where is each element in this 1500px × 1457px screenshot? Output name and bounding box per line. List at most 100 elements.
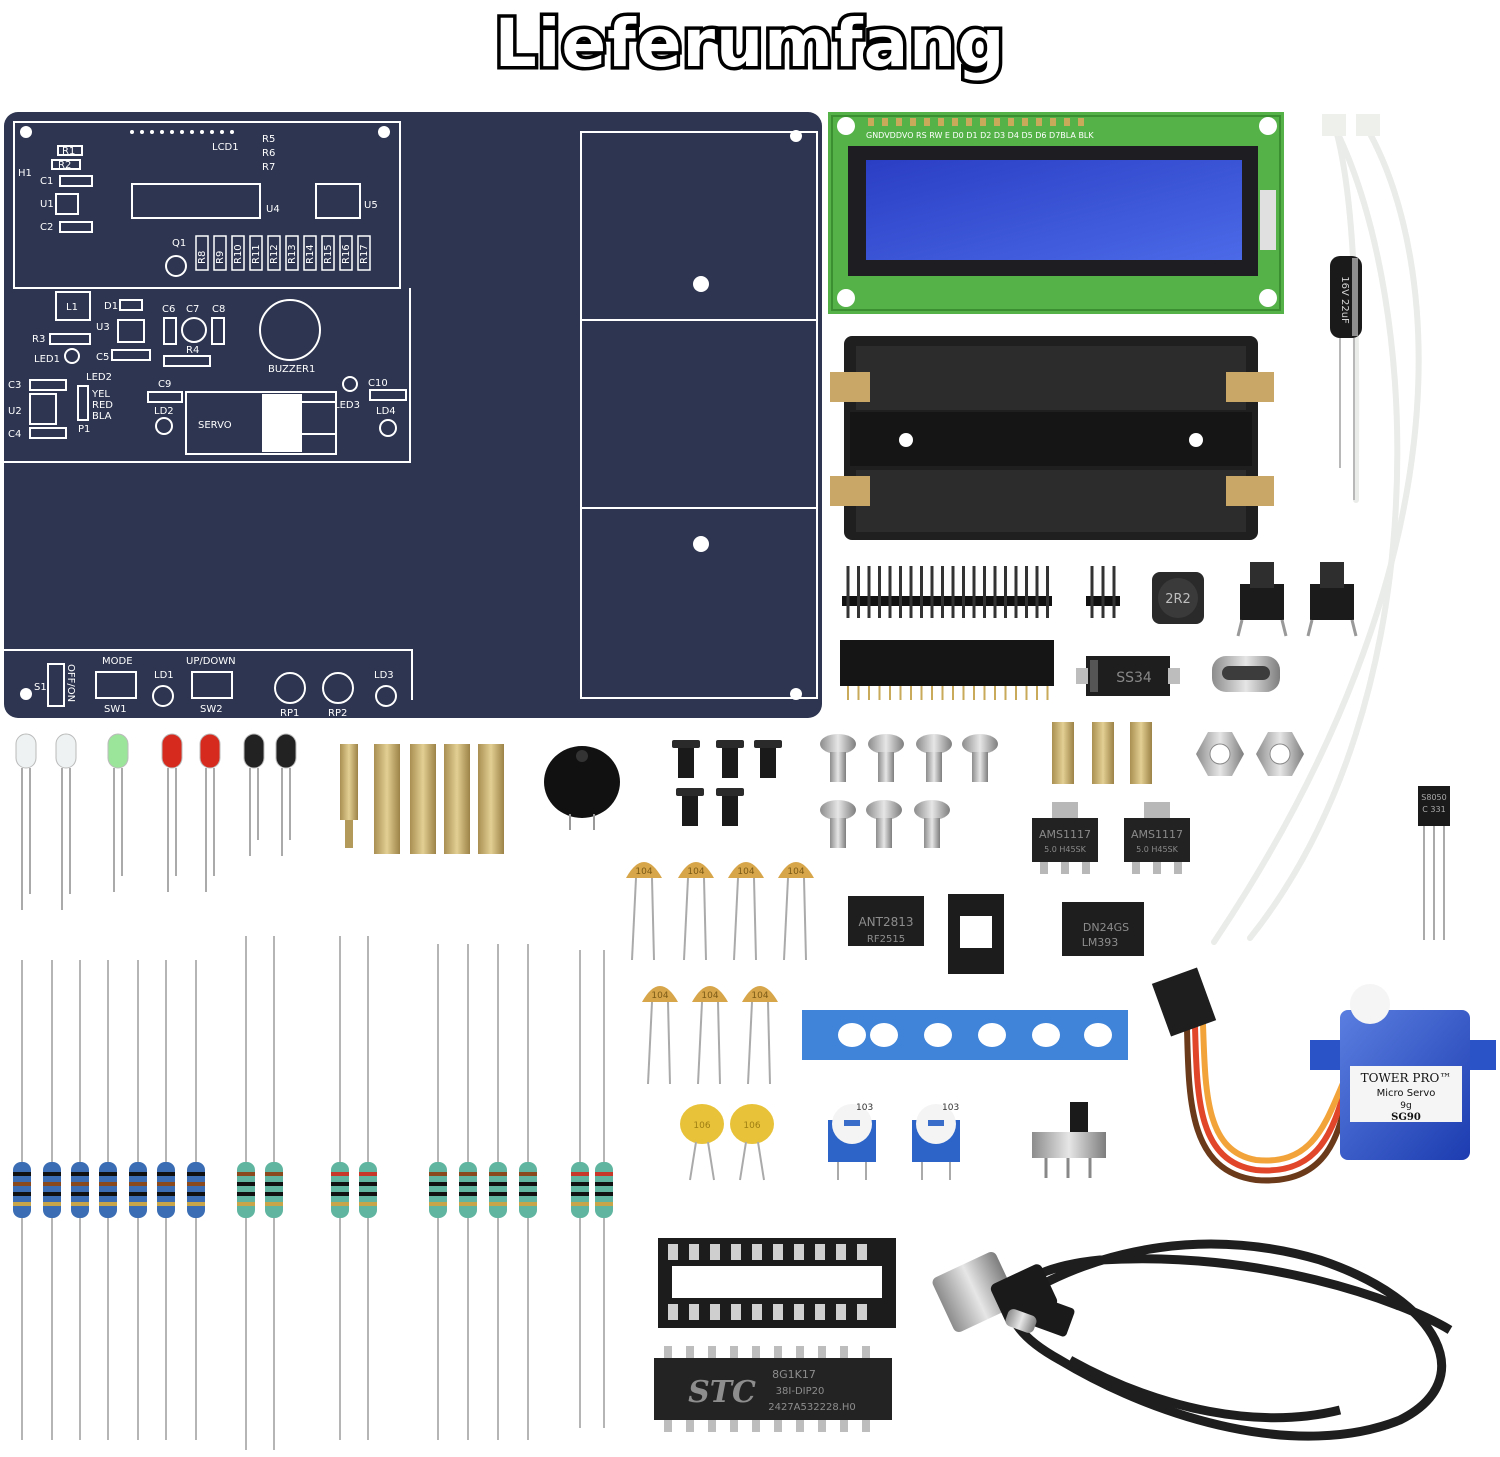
voltage-regulator: AMS1117 5.0 H45SK bbox=[1124, 802, 1190, 874]
resistor bbox=[237, 1162, 255, 1218]
pcb-label-servo: SERVO bbox=[198, 420, 232, 431]
pcb-label-led1: LED1 bbox=[34, 354, 60, 365]
usb-c-socket bbox=[1212, 656, 1280, 692]
transistor-sub: C 331 bbox=[1422, 805, 1445, 814]
led bbox=[161, 733, 183, 769]
pcb-label-r6: R6 bbox=[262, 148, 275, 159]
pcb-label-r1: R1 bbox=[62, 146, 75, 157]
resistor bbox=[13, 1162, 31, 1218]
pcb-label-yel: YEL bbox=[91, 389, 110, 400]
ceramic-cap-label: 104 bbox=[651, 991, 668, 1001]
black-screws bbox=[672, 740, 782, 826]
electrolytic-capacitor: 16V 22uF bbox=[1330, 256, 1362, 500]
schottky-diode: SS34 bbox=[1076, 656, 1180, 696]
slide-switch bbox=[1032, 1102, 1106, 1178]
resistor bbox=[571, 1162, 589, 1218]
pcb-label-offon: OFF/ON bbox=[65, 664, 76, 702]
pcb-label-ld3: LED3 bbox=[334, 400, 360, 411]
pcb-label-red: RED bbox=[92, 400, 113, 411]
tactile-button bbox=[1236, 562, 1288, 637]
pcb-label-r5: R5 bbox=[262, 134, 275, 145]
resistor bbox=[43, 1162, 61, 1218]
ceramic-cap-label: 104 bbox=[687, 867, 704, 877]
resistor bbox=[157, 1162, 175, 1218]
mcu-line1: 8G1K17 bbox=[772, 1368, 816, 1381]
pcb-label-resistor: R12 bbox=[269, 244, 280, 264]
pcb-label-r4: R4 bbox=[186, 345, 199, 356]
pcb-label-sw2: SW2 bbox=[200, 704, 223, 715]
resistor bbox=[489, 1162, 507, 1218]
pcb-label-resistor: R16 bbox=[341, 244, 352, 264]
pcb-label-c7: C7 bbox=[186, 304, 199, 315]
resistor bbox=[359, 1162, 377, 1218]
pcb-label-u1: U1 bbox=[40, 199, 54, 210]
transistor: S8050 C 331 bbox=[1418, 786, 1450, 940]
ic-lm393: DN24GS LM393 bbox=[1062, 902, 1144, 956]
regulator-2-sub: 5.0 H45SK bbox=[1136, 845, 1179, 854]
pcb-label-resistor: R15 bbox=[323, 244, 334, 264]
silver-screw bbox=[914, 800, 950, 820]
pcb-label-c3: C3 bbox=[8, 380, 21, 391]
pcb-label-c2: C2 bbox=[40, 222, 53, 233]
brass-standoffs bbox=[340, 722, 1152, 854]
ic-8pin-ant2813: ANT2813 RF2515 bbox=[848, 896, 924, 946]
resistor bbox=[331, 1162, 349, 1218]
ic2-sub: LM393 bbox=[1082, 936, 1119, 949]
pcb-label-u2: U2 bbox=[8, 406, 22, 417]
battery-holder bbox=[830, 336, 1274, 540]
hex-nuts bbox=[1196, 732, 1304, 776]
resistor bbox=[187, 1162, 205, 1218]
pcb-label-p1: P1 bbox=[78, 424, 90, 435]
pcb-label-rp1: RP1 bbox=[280, 708, 299, 719]
pcb-label-led2: LED2 bbox=[86, 372, 112, 383]
pcb-label-l1: L1 bbox=[66, 302, 78, 313]
resistor bbox=[429, 1162, 447, 1218]
silver-screw bbox=[820, 734, 856, 754]
regulator-1-label: AMS1117 bbox=[1039, 828, 1091, 841]
pcb-label-c5: C5 bbox=[96, 352, 109, 363]
yellowcap-2-label: 106 bbox=[743, 1121, 760, 1131]
ic-socket-20pin bbox=[658, 1238, 896, 1328]
pcb-label-resistor: R14 bbox=[305, 244, 316, 264]
led bbox=[15, 733, 37, 769]
pcb-label-ld4: LD4 bbox=[376, 406, 396, 417]
black-screw bbox=[716, 740, 744, 748]
diode-label: SS34 bbox=[1116, 670, 1152, 686]
transistor-label: S8050 bbox=[1421, 793, 1446, 802]
ceramic-cap-label: 104 bbox=[737, 867, 754, 877]
pcb-board: LCD1 U4 U5 R1 R2 R5 R6 R7 H1 C1 U1 C2 Q1… bbox=[4, 112, 822, 719]
pcb-label-bla: BLA bbox=[92, 411, 112, 422]
pcb-label-updown: UP/DOWN bbox=[186, 656, 236, 667]
page-title: Lieferumfang bbox=[491, 2, 1008, 86]
mcu-brand: STC bbox=[688, 1375, 756, 1410]
yellow-capacitors: 106 106 bbox=[680, 1104, 774, 1181]
silver-screw bbox=[868, 734, 904, 754]
silver-screw bbox=[820, 800, 856, 820]
pcb-label-u4: U4 bbox=[266, 204, 280, 215]
pcb-label-mode: MODE bbox=[102, 656, 133, 667]
ic2-label: DN24GS bbox=[1083, 921, 1129, 934]
pcb-label-sw1: SW1 bbox=[104, 704, 127, 715]
regulator-2-label: AMS1117 bbox=[1131, 828, 1183, 841]
ic1-label: ANT2813 bbox=[858, 915, 913, 929]
black-screw bbox=[672, 740, 700, 748]
silver-screw bbox=[866, 800, 902, 820]
buzzer bbox=[544, 746, 620, 830]
pcb-label-lcd1: LCD1 bbox=[212, 142, 239, 153]
pcb-label-resistor: R8 bbox=[197, 251, 208, 264]
inductor: 2R2 bbox=[1152, 572, 1204, 624]
resistor bbox=[265, 1162, 283, 1218]
ceramic-cap-label: 104 bbox=[635, 867, 652, 877]
pot-1-label: 103 bbox=[856, 1103, 873, 1113]
ceramic-cap-label: 104 bbox=[701, 991, 718, 1001]
resistor bbox=[519, 1162, 537, 1218]
led bbox=[199, 733, 221, 769]
pcb-label-q1: Q1 bbox=[172, 238, 186, 249]
blue-spacer-jig bbox=[802, 1010, 1128, 1060]
ceramic-cap-label: 104 bbox=[787, 867, 804, 877]
black-screw bbox=[754, 740, 782, 748]
pcb-label-c6: C6 bbox=[162, 304, 175, 315]
led bbox=[275, 733, 297, 769]
pcb-label-resistor: R10 bbox=[233, 244, 244, 264]
pin-header-female bbox=[840, 640, 1054, 700]
